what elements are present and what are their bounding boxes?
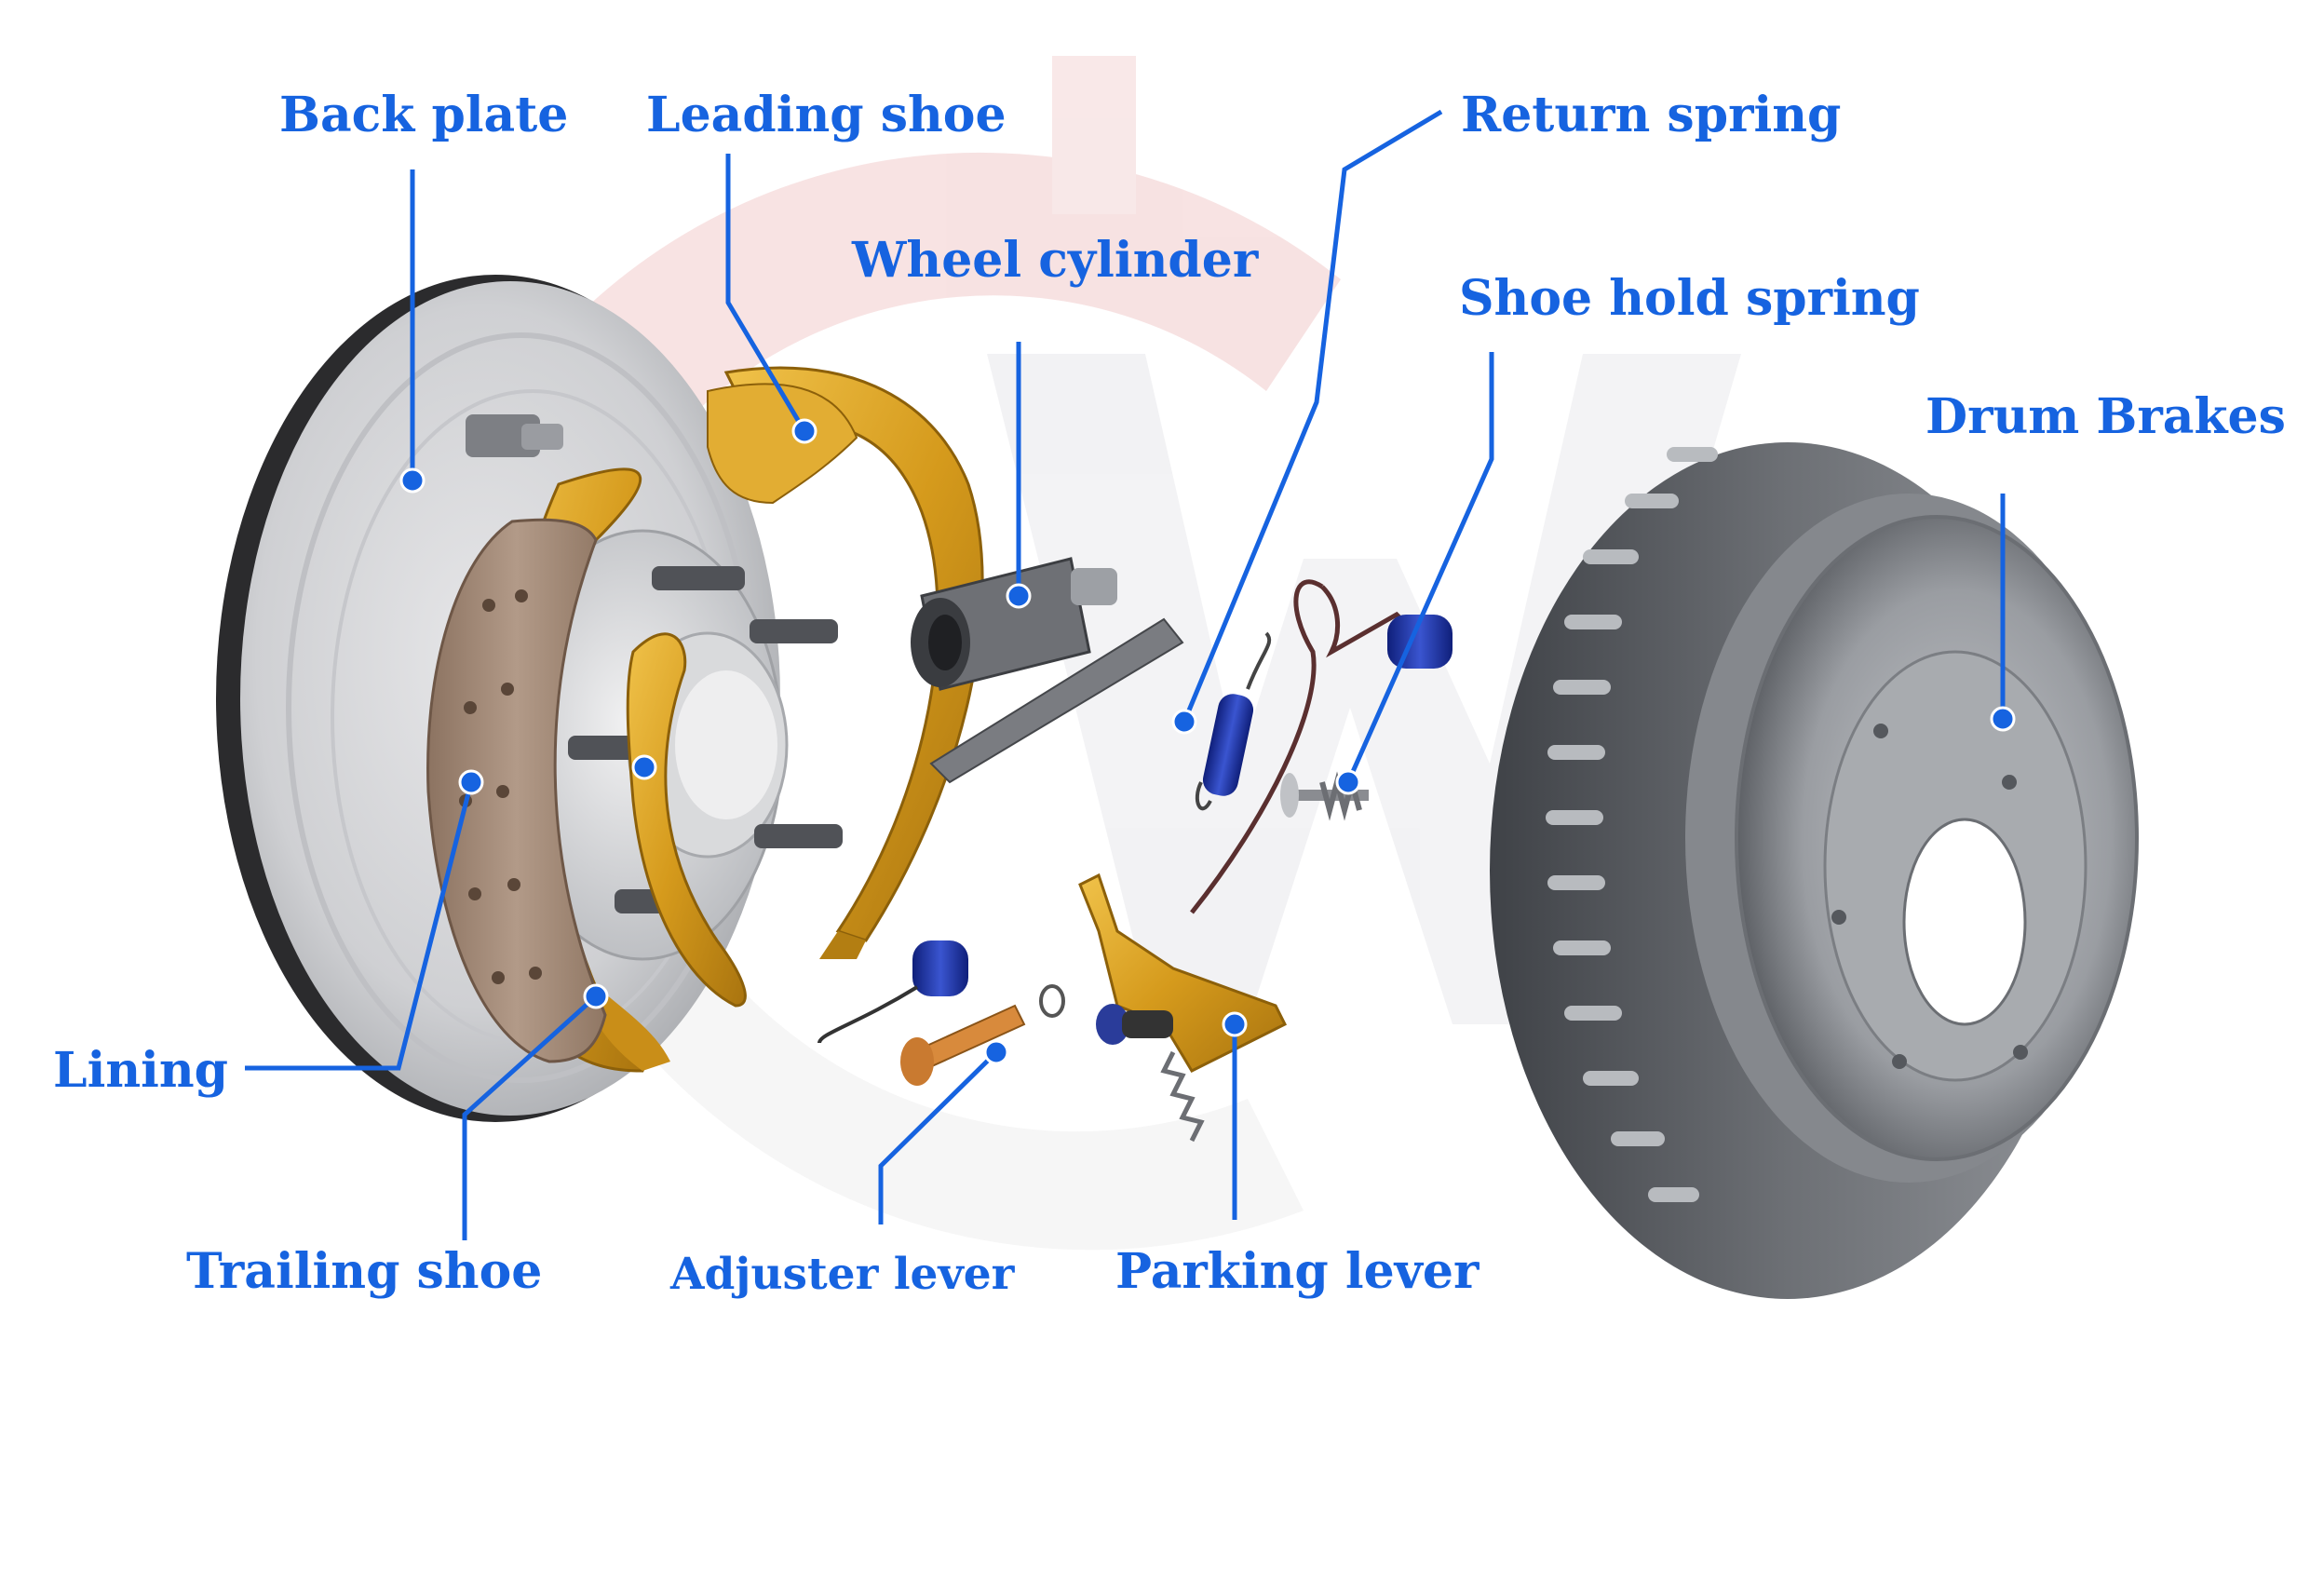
leader-lines xyxy=(245,109,2006,1240)
dot-wheel-cylinder xyxy=(1006,583,1032,609)
dot-back-plate xyxy=(399,467,426,494)
dot-return-spring xyxy=(1171,709,1197,735)
label-wheel-cylinder: Wheel cylinder xyxy=(852,232,1259,289)
label-leading-shoe: Leading shoe xyxy=(646,87,1007,143)
wheel-cylinder-part xyxy=(911,557,1117,691)
label-trailing-shoe: Trailing shoe xyxy=(186,1243,543,1300)
leader-trailing-shoe xyxy=(462,994,598,1240)
leader-adjuster-lever xyxy=(878,1050,998,1224)
leader-return-spring xyxy=(1182,109,1443,723)
drum-part xyxy=(1490,442,2139,1299)
dot-shoe-hold-spring xyxy=(1335,769,1361,795)
adjuster-strut-part xyxy=(929,617,1184,784)
leader-leading-shoe xyxy=(725,154,807,433)
leader-shoe-hold-spring xyxy=(1345,352,1494,784)
leader-lining xyxy=(245,781,474,1071)
label-shoe-hold-spring: Shoe hold spring xyxy=(1459,270,1920,327)
label-back-plate: Back plate xyxy=(279,87,569,143)
dot-leading-shoe xyxy=(791,418,817,444)
dot-trailing-shoe xyxy=(583,983,609,1009)
label-adjuster-lever: Adjuster lever xyxy=(670,1249,1015,1300)
dot-lining xyxy=(458,769,484,795)
label-lining: Lining xyxy=(53,1042,229,1099)
dot-bracket xyxy=(631,754,657,780)
leader-dots xyxy=(399,418,2016,1065)
dot-drum-brakes xyxy=(1990,706,2016,732)
leading-shoe-part xyxy=(707,366,984,959)
lining-part xyxy=(426,518,607,1063)
dot-parking-lever xyxy=(1222,1011,1248,1037)
label-parking-lever: Parking lever xyxy=(1115,1243,1480,1300)
label-return-spring: Return spring xyxy=(1461,87,1842,143)
dot-adjuster-lever xyxy=(983,1039,1009,1065)
shoe-bracket-part xyxy=(626,632,747,1008)
adjuster-lever-part xyxy=(817,940,1026,1086)
label-drum-brakes: Drum Brakes xyxy=(1925,388,2286,445)
